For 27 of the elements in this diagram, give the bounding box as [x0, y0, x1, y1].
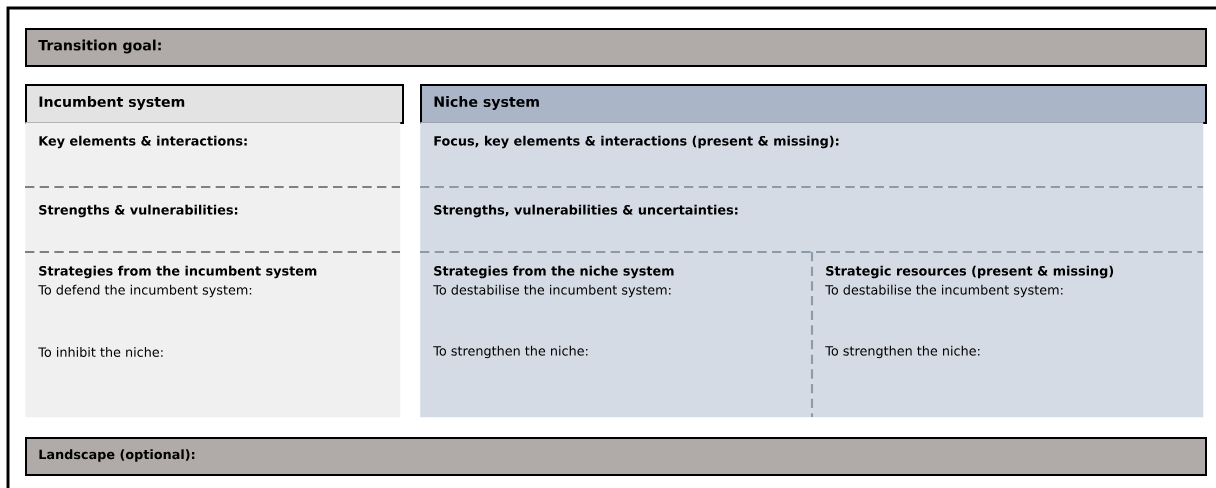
worksheet-cell	[420, 252, 813, 418]
cell-heading: Strategies from the niche system	[434, 265, 674, 279]
section-header	[25, 84, 404, 124]
cell-heading: Key elements & interactions:	[39, 135, 247, 149]
prompt-text: To inhibit the niche:	[38, 347, 163, 357]
bar-label: Transition goal:	[38, 39, 161, 54]
cell-heading: Strengths & vulnerabilities:	[39, 204, 238, 218]
cell-heading: Strategic resources (present & missing)	[826, 265, 1114, 279]
cell-heading: Focus, key elements & interactions (present & missing):	[434, 135, 839, 149]
section-header	[420, 84, 1207, 124]
worksheet-cell	[420, 187, 1204, 253]
worksheet-cell	[812, 252, 1204, 418]
worksheet-cell	[25, 122, 401, 188]
header-label: Niche system	[434, 96, 539, 110]
cell-heading: Strategies from the incumbent system	[39, 265, 317, 279]
header-label: Incumbent system	[39, 96, 185, 110]
prompt-text: To strengthen the niche:	[825, 345, 980, 359]
prompt-text: To destabilise the incumbent system:	[433, 284, 671, 298]
cell-heading: Landscape (optional):	[39, 449, 195, 462]
prompt-text: To strengthen the niche:	[433, 345, 588, 359]
cell-heading: Strengths, vulnerabilities & uncertainties:	[434, 204, 738, 218]
worksheet-cell	[420, 122, 1204, 188]
prompt-text: To defend the incumbent system:	[38, 284, 252, 298]
prompt-text: To destabilise the incumbent system:	[825, 284, 1063, 298]
heading-bar	[25, 437, 1207, 476]
heading-bar	[25, 28, 1207, 67]
worksheet-cell	[25, 187, 401, 253]
